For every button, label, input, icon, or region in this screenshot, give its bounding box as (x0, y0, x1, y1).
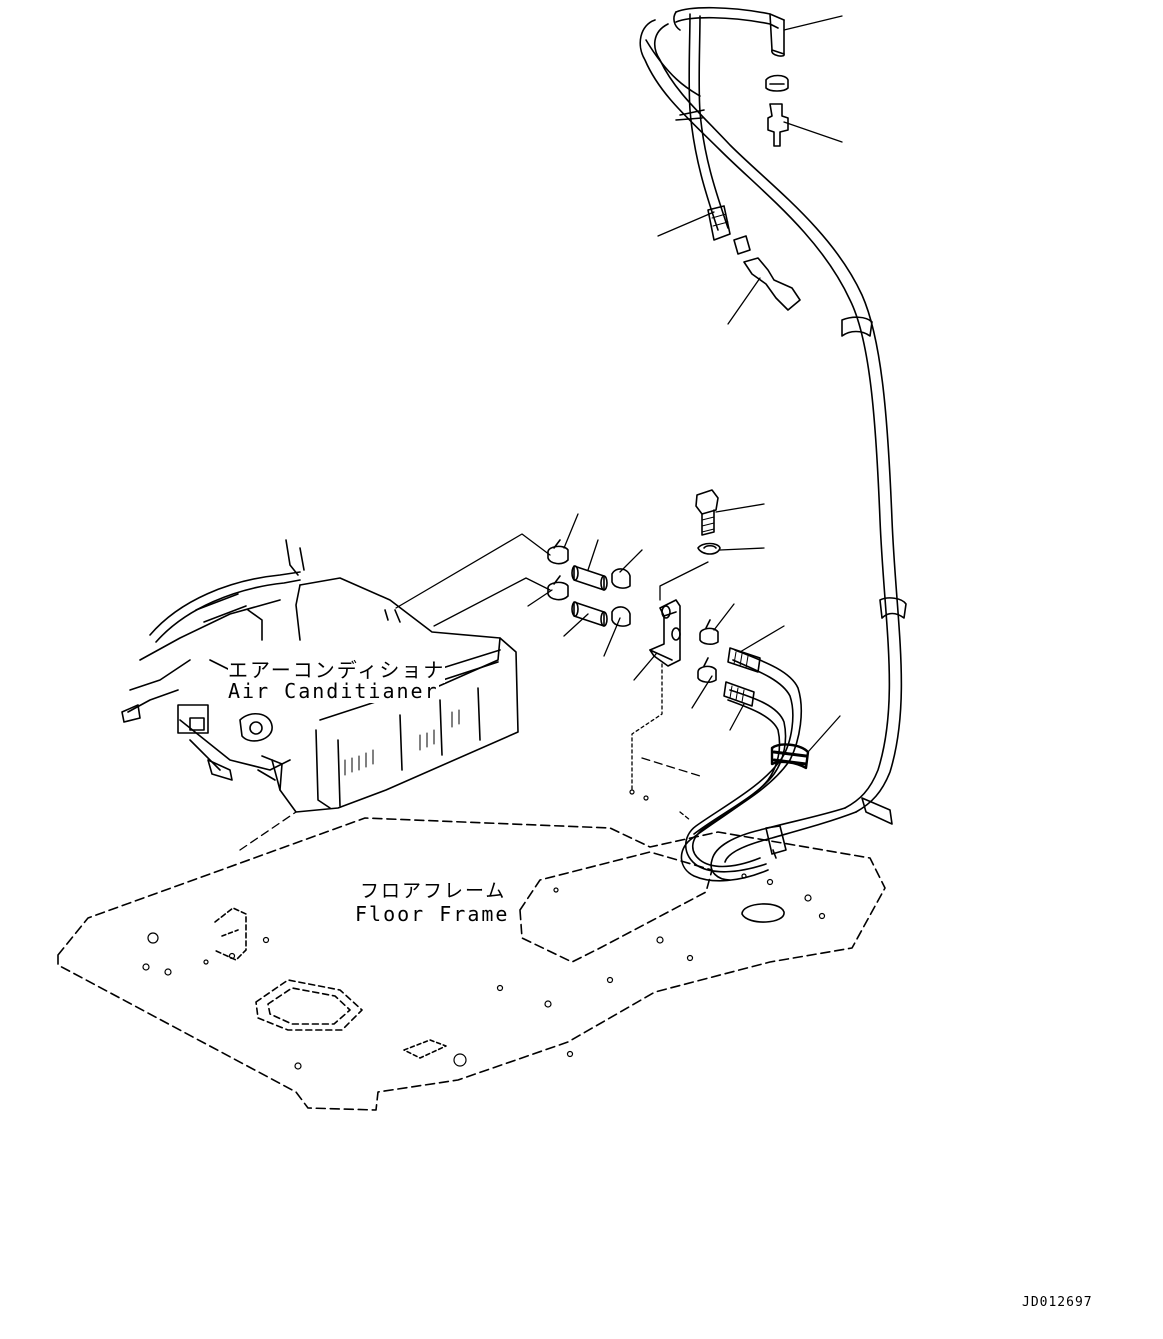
floor-frame-label-jp: フロアフレーム (360, 876, 507, 903)
air-conditioner-label-en: Air Canditianer (228, 679, 439, 703)
small-parts (547, 74, 801, 683)
air-conditioner-label-jp: エアーコンディショナ (228, 654, 446, 683)
hose-assembly-upper (639, 6, 907, 881)
floor-frame-label-en: Floor Frame (355, 902, 510, 926)
floor-frame (57, 789, 886, 1111)
drawing-number: JD012697 (1022, 1295, 1093, 1310)
leader-lines (239, 15, 843, 851)
pipe-assembly (680, 647, 810, 882)
